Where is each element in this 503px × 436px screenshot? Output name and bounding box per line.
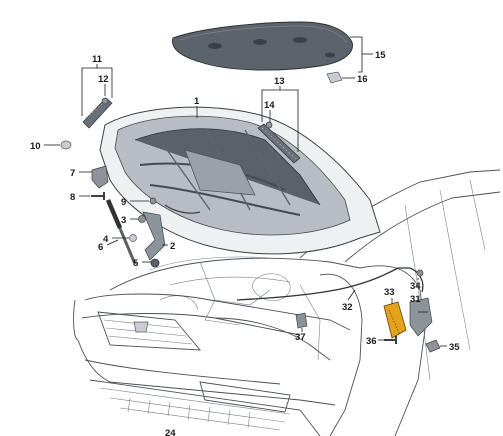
hinge-2 — [142, 211, 166, 261]
cable-end-34 — [409, 267, 424, 293]
clip-12 — [101, 97, 109, 105]
callout-16: 16 — [357, 74, 368, 85]
callout-3: 3 — [121, 215, 126, 226]
callout-6: 6 — [98, 242, 103, 253]
clip-16 — [326, 71, 343, 84]
clip-37 — [295, 312, 308, 329]
leader-lines — [44, 36, 447, 347]
hood — [99, 106, 381, 255]
nut-9 — [149, 197, 157, 205]
nut-5 — [150, 258, 160, 268]
callout-2: 2 — [170, 241, 175, 252]
release-cable-32 — [236, 267, 410, 301]
nut-35 — [425, 339, 441, 353]
bracket-33 — [383, 301, 407, 339]
callout-12: 12 — [98, 74, 109, 85]
clip-3 — [138, 215, 146, 223]
bolt-36 — [384, 336, 397, 344]
callout-24: 24 — [165, 428, 176, 436]
callout-36: 36 — [366, 336, 377, 347]
callout-34: 34 — [410, 281, 421, 292]
callout-11: 11 — [92, 54, 103, 65]
hood-insulation — [172, 21, 353, 71]
callout-14: 14 — [264, 100, 275, 111]
seal-strip-11 — [82, 97, 113, 129]
lock-31 — [409, 297, 433, 337]
washer-4 — [129, 234, 137, 242]
car-body — [73, 169, 501, 436]
callout-7: 7 — [70, 168, 75, 179]
callout-32: 32 — [342, 302, 353, 313]
callout-9: 9 — [121, 197, 126, 208]
callout-4: 4 — [103, 234, 109, 245]
buffer-10 — [60, 140, 72, 150]
callout-10: 10 — [30, 141, 41, 152]
callout-5: 5 — [133, 258, 139, 269]
callout-labels: 1 2 3 4 5 6 7 8 9 10 11 12 13 14 15 16 2… — [30, 50, 460, 436]
clip-14 — [265, 121, 273, 129]
bolt-8 — [91, 192, 105, 200]
callout-35: 35 — [449, 342, 460, 353]
callout-33: 33 — [384, 287, 395, 298]
callout-1: 1 — [194, 96, 200, 107]
callout-8: 8 — [70, 192, 75, 203]
hinge-7 — [91, 165, 109, 189]
callout-37: 37 — [295, 332, 306, 343]
callout-31: 31 — [410, 294, 421, 305]
callout-15: 15 — [375, 50, 386, 61]
callout-13: 13 — [274, 76, 285, 87]
